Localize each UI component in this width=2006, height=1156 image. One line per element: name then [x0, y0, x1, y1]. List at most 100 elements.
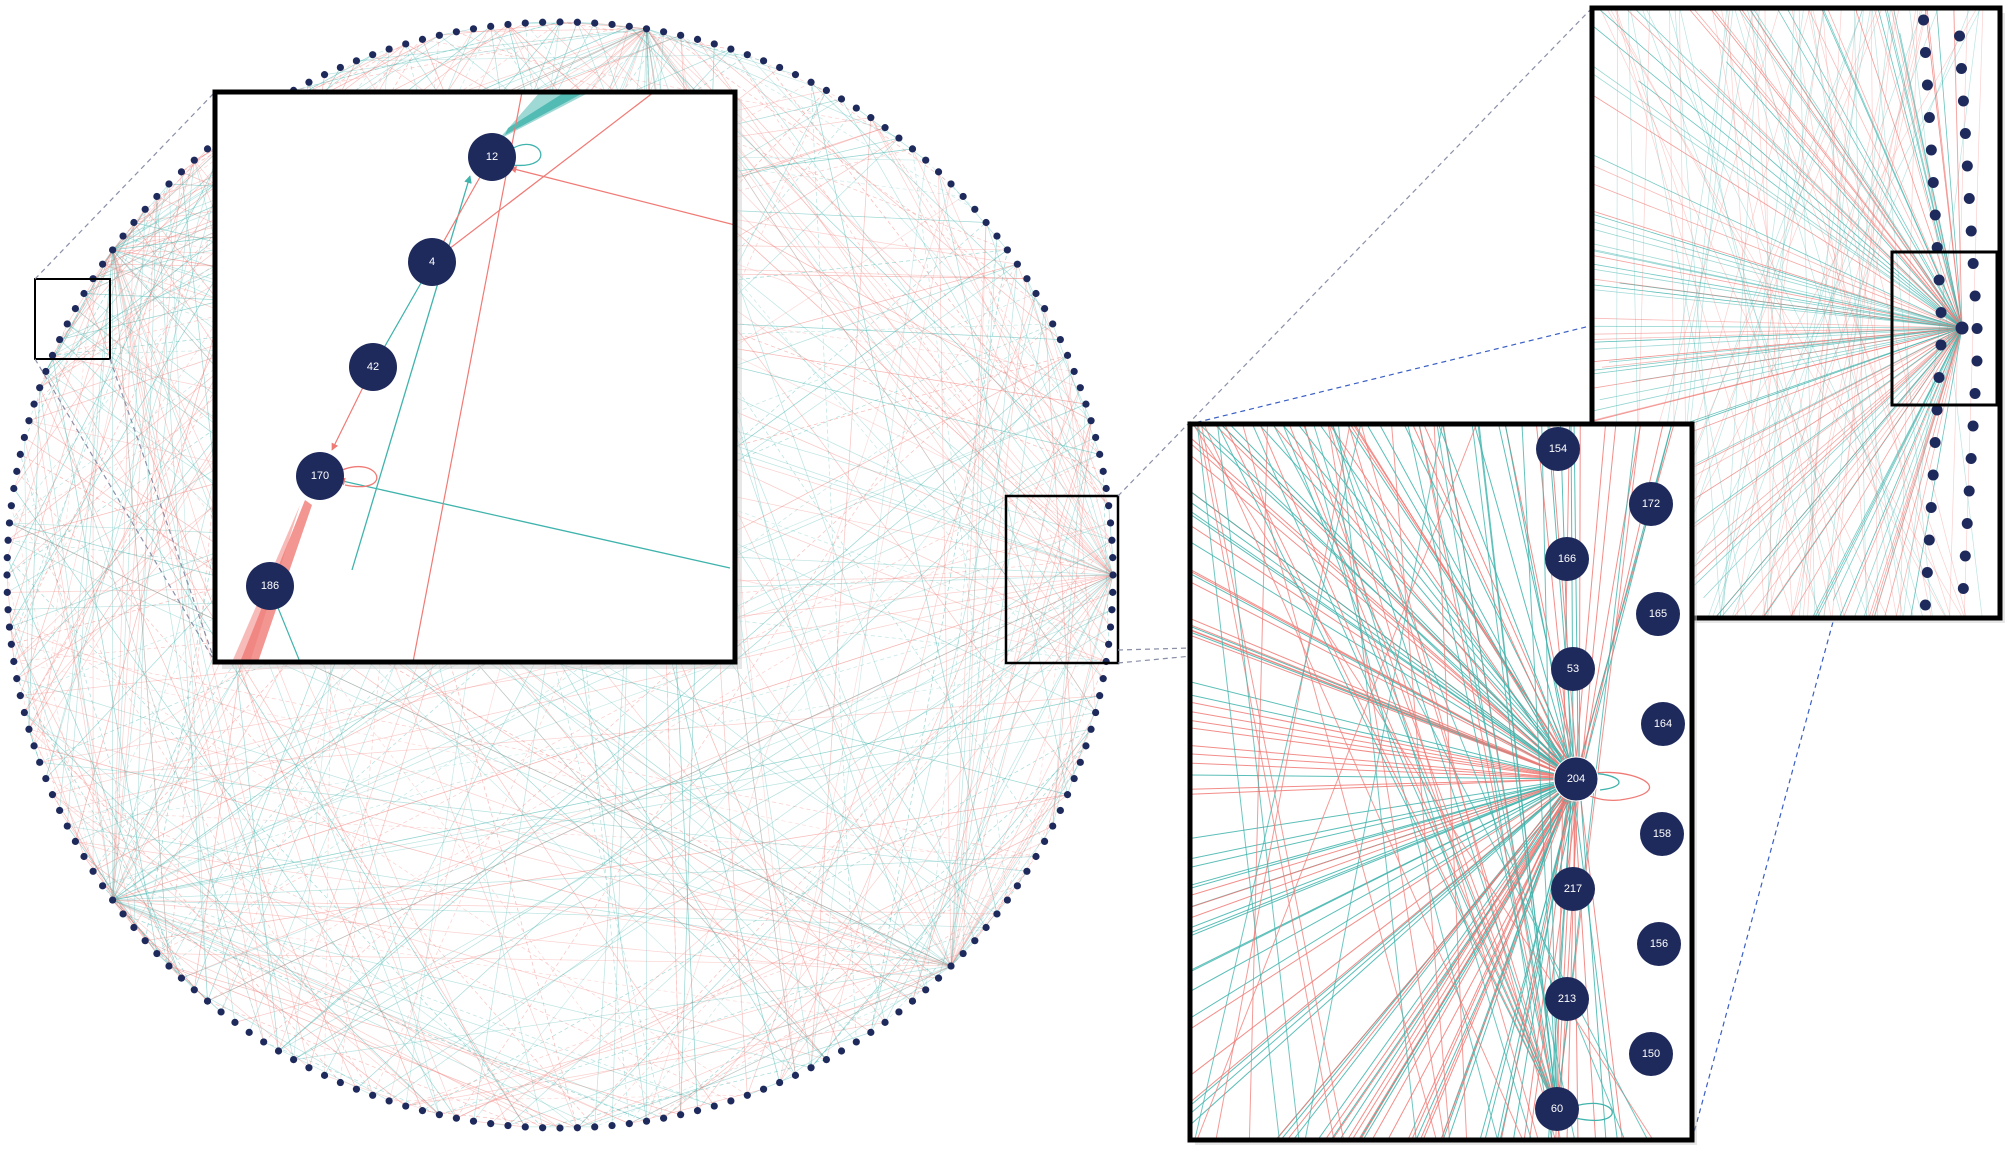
- inset-node: [1971, 323, 1983, 334]
- inset-top-right-frame: [1589, 5, 2003, 621]
- inset-edge: [1190, 454, 1577, 780]
- main-node: [177, 974, 186, 982]
- main-node: [1063, 791, 1072, 799]
- main-node: [895, 134, 903, 142]
- main-hub-edge: [112, 249, 236, 1023]
- main-node: [1099, 467, 1107, 475]
- main-edge: [680, 35, 975, 210]
- main-node: [971, 937, 979, 945]
- main-node: [1108, 536, 1116, 544]
- main-edge: [13, 183, 170, 662]
- node-53: 53: [1551, 647, 1595, 691]
- inset-edge: [1251, 424, 1558, 1110]
- inset-edge: [1190, 778, 1577, 929]
- main-node: [352, 57, 361, 65]
- main-hub-edge: [646, 28, 900, 139]
- inset-node: [1931, 404, 1943, 416]
- main-hub-edge: [950, 264, 1018, 967]
- inset-node: [1925, 144, 1937, 156]
- main-node: [3, 554, 11, 562]
- main-node: [5, 623, 14, 631]
- main-node: [807, 1064, 815, 1072]
- inset-edge: [1798, 8, 1865, 618]
- inset-edge: [1592, 183, 1963, 329]
- inset-edge: [1791, 8, 1898, 618]
- main-edge: [810, 81, 952, 185]
- main-edge: [372, 90, 827, 1096]
- main-edge: [912, 387, 1081, 1002]
- main-node: [837, 95, 846, 103]
- main-hub-edge: [112, 454, 1100, 901]
- main-edge: [996, 661, 1107, 915]
- main-edge: [112, 249, 440, 1115]
- inset-edge: [1873, 327, 1963, 618]
- main-node: [693, 1107, 702, 1115]
- inset-node: [1918, 14, 1930, 26]
- main-edge: [524, 23, 630, 1124]
- main-node: [807, 78, 815, 86]
- main-edge: [912, 420, 1092, 1002]
- main-node: [109, 896, 117, 904]
- main-edge: [112, 222, 135, 901]
- node-172: 172: [1629, 482, 1673, 526]
- node-60: 60: [1535, 1087, 1579, 1131]
- main-node: [71, 304, 80, 313]
- inset-edge: [1681, 327, 1963, 472]
- inset-edge: [1592, 289, 1963, 329]
- inset-edge: [1579, 424, 1617, 780]
- inset-edge: [1331, 778, 1582, 1140]
- inset-edge: [1807, 8, 1932, 618]
- main-edge: [925, 236, 998, 990]
- inset-node: [1961, 518, 1973, 529]
- inset-node: [1971, 355, 1983, 367]
- inset-edge: [1328, 424, 1539, 1140]
- main-edge: [45, 235, 124, 372]
- main-edge: [11, 160, 195, 645]
- main-edge: [52, 249, 1008, 356]
- inset-edge: [1216, 424, 1558, 1110]
- main-hub-edge: [28, 729, 113, 901]
- main-hub-edge: [39, 249, 113, 388]
- inset-edge: [1641, 8, 1869, 618]
- inset-edge: [1719, 327, 1963, 618]
- main-node: [99, 882, 107, 890]
- main-node: [231, 1018, 239, 1026]
- inset-node: [1935, 307, 1947, 318]
- inset-edge: [1667, 8, 1982, 618]
- inset-edge: [1871, 8, 1933, 618]
- main-edge: [697, 39, 1109, 645]
- main-node: [1105, 502, 1113, 510]
- inset-edge: [1792, 8, 1928, 618]
- main-edge: [1052, 420, 1092, 827]
- main-node: [20, 708, 28, 717]
- main-edge: [13, 488, 457, 1119]
- main-edge: [925, 159, 976, 210]
- inset-edge: [1615, 8, 1821, 618]
- inset-edge: [1592, 64, 1963, 329]
- inset-edge: [1317, 778, 1575, 1140]
- main-edge: [45, 695, 1100, 779]
- inset-bottom-right-frame: [1187, 421, 1695, 1143]
- main-hub-edge: [884, 574, 1114, 1023]
- main-edge: [66, 323, 664, 1119]
- main-node: [982, 218, 990, 227]
- main-node: [1099, 675, 1107, 683]
- inset-edge: [1624, 8, 1963, 329]
- main-node: [1108, 606, 1116, 614]
- inset-edge: [1823, 8, 1891, 618]
- main-hub-edge: [112, 160, 195, 901]
- inset-bottom-right: 154 172 166 165 53 164 204 158 217 156 2…: [1187, 421, 1697, 1145]
- inset-edge: [1750, 10, 1963, 329]
- main-edge: [810, 729, 1092, 1068]
- inset-node: [1919, 47, 1931, 58]
- main-hub-edge: [112, 249, 170, 967]
- main-edge: [45, 371, 526, 1128]
- main-node: [13, 675, 21, 683]
- main-node: [10, 657, 18, 666]
- inset-edge: [1573, 424, 1607, 780]
- main-hub-edge: [112, 249, 265, 1042]
- inset-edge: [1578, 778, 1607, 1140]
- inset-edge: [1592, 254, 1963, 329]
- main-edge: [13, 557, 1113, 662]
- inset-edge: [1592, 325, 1963, 329]
